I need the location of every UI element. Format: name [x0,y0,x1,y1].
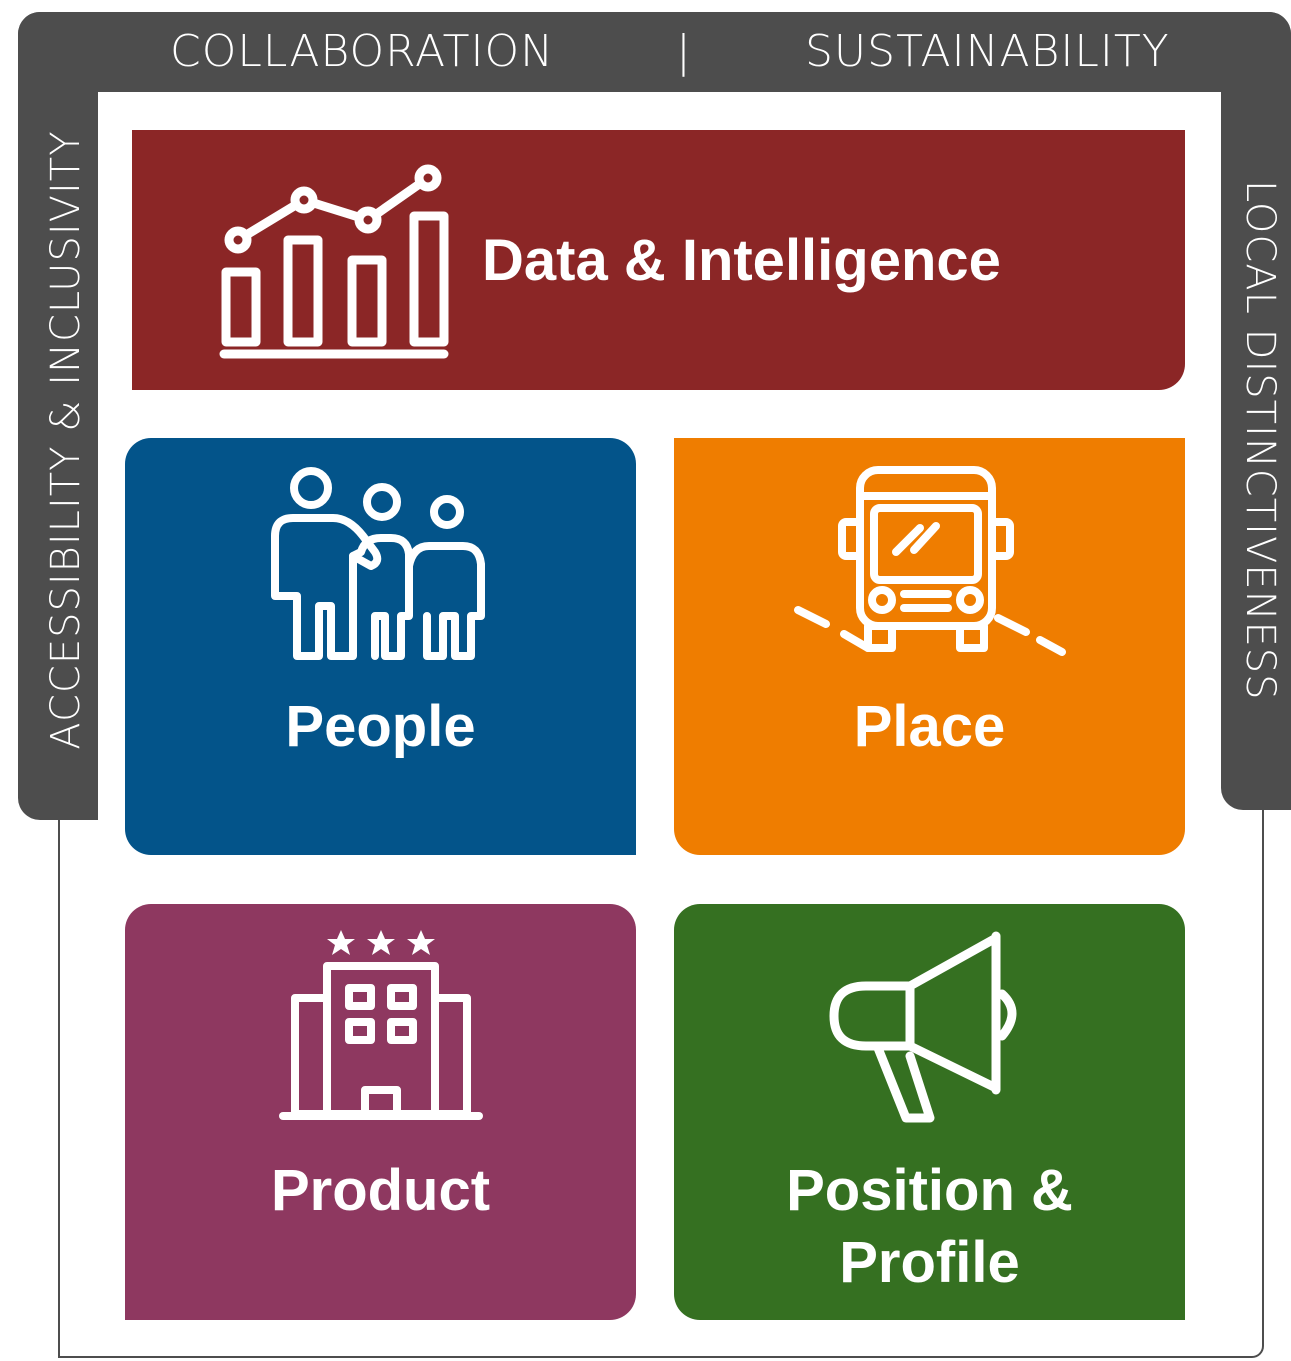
bar-chart-trend-icon [218,162,454,362]
place-title: Place [853,694,1006,759]
hotel-building-icon [279,926,483,1126]
position-profile-title-line2: Profile [839,1230,1020,1295]
sustainability-label: SUSTAINABILITY [805,26,1170,77]
product-tile: Product [125,904,636,1320]
product-title: Product [270,1158,491,1223]
people-tile: People [125,438,636,855]
place-tile: Place [674,438,1185,855]
position-profile-tile: Position & Profile [674,904,1185,1320]
data-intelligence-tile: Data & Intelligence [132,130,1185,390]
frame-inner-white [98,92,1221,112]
megaphone-icon [826,928,1034,1128]
top-divider: | [676,26,692,77]
data-intelligence-title: Data & Intelligence [482,228,1001,293]
people-title: People [285,694,476,759]
people-group-icon [257,466,493,666]
position-profile-title-line1: Position & [786,1158,1073,1223]
frame-left-bar [18,12,98,820]
bus-icon [792,466,1068,666]
local-distinctiveness-label: LOCAL DISTINCTIVENESS [1237,180,1283,701]
frame-right-bar [1221,12,1291,810]
accessibility-inclusivity-label: ACCESSIBILITY & INCLUSIVITY [43,130,89,750]
collaboration-label: COLLABORATION [170,26,555,77]
frame-top-bar [18,12,1291,92]
